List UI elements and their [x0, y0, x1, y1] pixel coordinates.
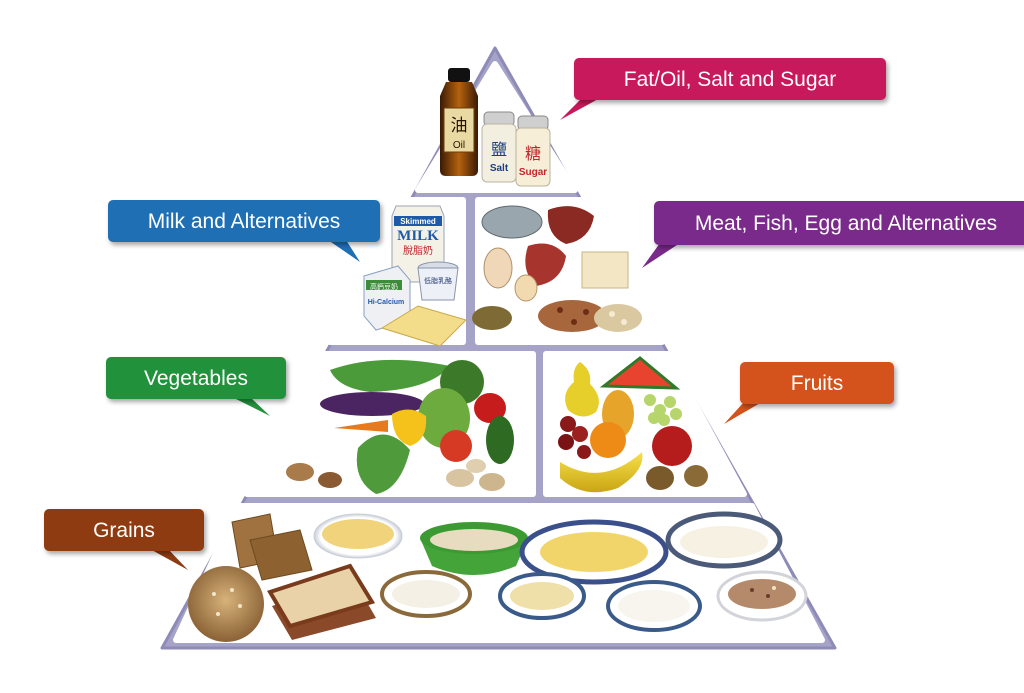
- mushrooms: [286, 459, 505, 491]
- red-meat-piece: [547, 206, 594, 244]
- leafy-greens: [330, 359, 450, 392]
- grain-items: [188, 511, 808, 642]
- yogurt-text: 低脂乳酪: [424, 276, 452, 285]
- bread-roll: [188, 566, 264, 642]
- oil-salt-sugar-items: 油 Oil 鹽 Salt 糖 Sugar: [440, 68, 551, 187]
- carrot: [334, 420, 388, 432]
- callout-pointers: [150, 98, 762, 570]
- yellow-pepper: [392, 409, 427, 446]
- corn-bowl: [313, 513, 403, 559]
- tomato: [440, 430, 472, 462]
- oil-glyph: 油: [451, 116, 468, 136]
- cheese-slice: [380, 305, 467, 347]
- pointer-grains: [150, 549, 188, 570]
- yogurt-cup: 低脂乳酪: [417, 261, 459, 301]
- label-fat-oil-salt-sugar: Fat/Oil, Salt and Sugar: [574, 58, 886, 100]
- soy-milk-pack: 高鈣豆奶 Hi-Calcium: [363, 265, 411, 331]
- eggplant: [320, 392, 424, 416]
- sugar-glyph: 糖: [525, 144, 541, 163]
- pyramid-outline: [160, 46, 837, 650]
- pear: [565, 362, 599, 417]
- label-grains: Grains: [44, 509, 204, 551]
- soy-milk-sub: Hi-Calcium: [368, 299, 405, 306]
- soy-milk-text: 高鈣豆奶: [370, 282, 398, 291]
- label-milk-and-alternatives: Milk and Alternatives: [108, 200, 380, 242]
- label-meat-fish-egg: Meat, Fish, Egg and Alternatives: [654, 201, 1024, 245]
- vermicelli-bowl: [498, 572, 586, 620]
- bok-choy: [356, 434, 410, 494]
- watermelon-slice: [599, 356, 681, 390]
- salt-word: Salt: [490, 163, 509, 174]
- salt-shaker: 鹽 Salt: [481, 111, 517, 183]
- bananas: [560, 452, 643, 493]
- milk-carton-line2: MILK: [397, 228, 439, 244]
- oatmeal-bowl: [420, 522, 528, 575]
- fish-piece: [481, 205, 543, 239]
- rice-noodle-bowl: [380, 570, 472, 618]
- kiwi-second: [684, 465, 708, 487]
- pointer-fat: [560, 98, 600, 120]
- oil-bottle: 油 Oil: [440, 68, 478, 176]
- milk-items: Skimmed MILK 脫脂奶 高鈣豆奶 Hi-Calcium 低脂乳酪: [363, 205, 467, 347]
- milk-carton-sub: 脫脂奶: [403, 244, 433, 257]
- sugar-word: Sugar: [519, 167, 547, 178]
- panel-fruits: [543, 351, 747, 497]
- lychees: [558, 416, 591, 459]
- fruit-items: [558, 356, 708, 493]
- pointer-vegetables: [232, 397, 270, 416]
- vegetable-items: [286, 359, 514, 494]
- grapes: [644, 394, 682, 426]
- oil-word: Oil: [453, 140, 465, 151]
- label-vegetables: Vegetables: [106, 357, 286, 399]
- rice-bowl: [606, 580, 702, 632]
- label-fruits: Fruits: [740, 362, 894, 404]
- udon-bowl: [665, 511, 783, 569]
- spaghetti-plate: [519, 519, 669, 585]
- red-pepper: [474, 393, 506, 423]
- sugar-shaker: 糖 Sugar: [515, 115, 551, 187]
- egg: [514, 274, 538, 302]
- tofu-block: [581, 251, 629, 289]
- beans-and-nuts: [472, 300, 642, 332]
- meat-fish-egg-items: [472, 205, 642, 332]
- milk-carton-line1: Skimmed: [400, 217, 436, 226]
- kiwi: [646, 466, 674, 490]
- pointer-meat: [642, 243, 680, 268]
- pointer-milk: [328, 240, 360, 262]
- red-apple: [652, 426, 692, 466]
- chicken-drumstick: [483, 247, 513, 289]
- pyramid-frame: [160, 46, 837, 650]
- salt-glyph: 鹽: [491, 140, 507, 159]
- bread-slices: [267, 563, 376, 640]
- beef-steak: [525, 243, 566, 286]
- pointer-fruits: [724, 402, 762, 424]
- orange: [590, 422, 626, 458]
- mixed-grain-bowl: [716, 570, 808, 622]
- crackers-second: [249, 529, 313, 581]
- cucumber: [486, 416, 514, 464]
